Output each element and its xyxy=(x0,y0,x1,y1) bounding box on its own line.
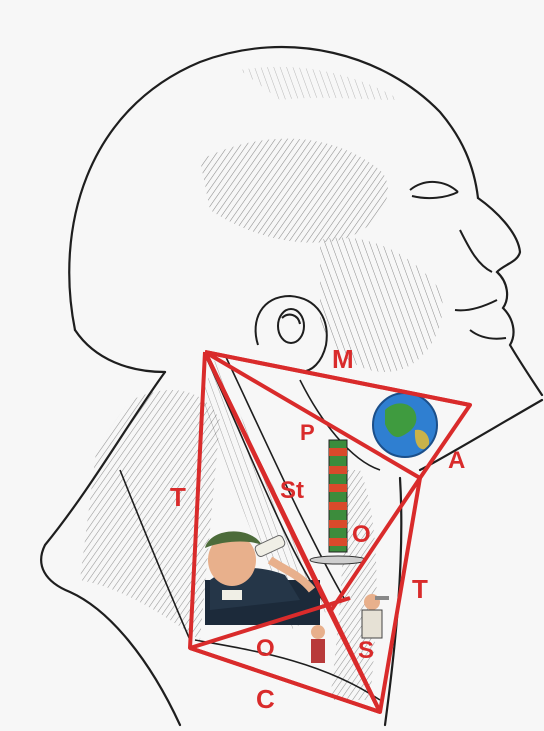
label-c: C xyxy=(256,684,275,714)
label-a: A xyxy=(448,447,465,474)
label-st: St xyxy=(280,477,304,504)
label-o-lower: O xyxy=(256,635,275,662)
globe-icon xyxy=(373,393,437,457)
label-o-upper: O xyxy=(352,521,371,548)
waiter-icon xyxy=(362,594,389,638)
small-figure-icon xyxy=(311,625,325,663)
label-p: P xyxy=(300,420,315,445)
label-m: M xyxy=(332,344,354,374)
ear xyxy=(256,296,327,372)
label-t-left: T xyxy=(170,482,186,512)
label-t-right: T xyxy=(412,574,428,604)
label-s: S xyxy=(358,637,374,664)
